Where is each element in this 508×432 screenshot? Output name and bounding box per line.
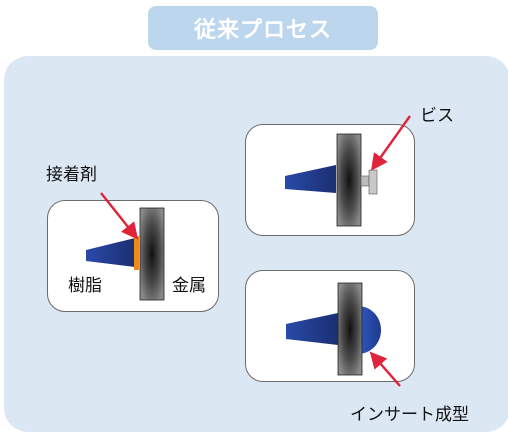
insert-molding-card [245, 270, 415, 382]
screw-card [245, 124, 415, 236]
resin-label: 樹脂 [68, 276, 102, 296]
adhesive-label: 接着剤 [46, 165, 97, 185]
metal-label: 金属 [172, 276, 206, 296]
insert-molding-label: インサート成型 [350, 405, 469, 425]
section-title: 従来プロセス [148, 6, 378, 50]
screw-label: ビス [420, 106, 454, 126]
